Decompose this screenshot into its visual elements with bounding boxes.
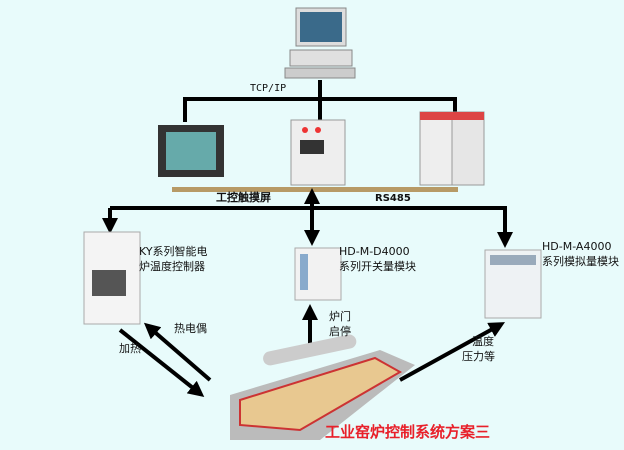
diagram-title: 工业窑炉控制系统方案三 bbox=[325, 423, 491, 441]
heating-label: 加热 bbox=[119, 342, 141, 355]
rs485-label: RS485 bbox=[375, 193, 411, 204]
rs485-lines bbox=[102, 188, 513, 248]
tcp-ip-label: TCP/IP bbox=[250, 83, 287, 94]
control-cabinet-icon bbox=[290, 119, 346, 186]
tcp-network-lines bbox=[183, 80, 457, 122]
signal-arrows bbox=[118, 304, 506, 397]
d4000-module-icon bbox=[294, 247, 342, 301]
double-cabinet-icon bbox=[419, 111, 485, 186]
a4000-label-line2: 系列模拟量模块 bbox=[542, 255, 619, 268]
d4000-label-line1: HD-M-D4000 bbox=[339, 245, 410, 258]
ky-controller-icon bbox=[83, 231, 141, 325]
ky-label-line1: KY系列智能电 bbox=[139, 245, 208, 258]
a4000-module-icon bbox=[484, 249, 542, 319]
computer-icon bbox=[284, 7, 356, 79]
touchscreen-bus-bar bbox=[172, 187, 458, 192]
door-label-line2: 启停 bbox=[329, 325, 351, 338]
thermocouple-label: 热电偶 bbox=[174, 322, 207, 335]
temperature-label-line2: 压力等 bbox=[462, 350, 495, 363]
temperature-label-line1: 温度 bbox=[472, 335, 494, 348]
touchscreen-icon bbox=[158, 125, 224, 177]
a4000-label-line1: HD-M-A4000 bbox=[542, 240, 612, 253]
kiln-furnace-image bbox=[230, 334, 415, 440]
d4000-label-line2: 系列开关量模块 bbox=[339, 260, 416, 273]
touchscreen-label: 工控触摸屏 bbox=[216, 191, 271, 204]
ky-label-line2: 炉温度控制器 bbox=[139, 260, 205, 273]
door-label-line1: 炉门 bbox=[329, 310, 351, 323]
